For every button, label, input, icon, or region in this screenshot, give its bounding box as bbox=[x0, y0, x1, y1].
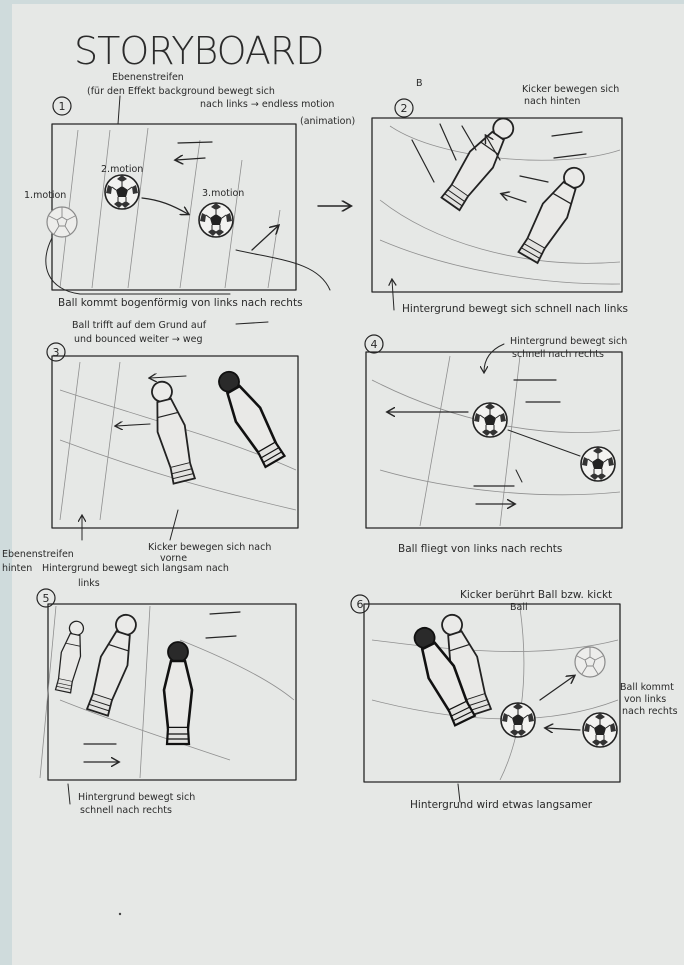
panel-4-caption: Ball fliegt von links nach rechts bbox=[398, 543, 562, 555]
panel-1-caption: Ball kommt bogenförmig von links nach re… bbox=[58, 297, 303, 309]
panel-6-note: von links bbox=[624, 694, 666, 705]
ball-right bbox=[581, 447, 615, 481]
ball-motion-2 bbox=[105, 175, 139, 209]
panel-1-caption: Ball trifft auf dem Grund auf bbox=[72, 320, 207, 331]
panel-3-caption: Kicker bewegen sich nach bbox=[148, 542, 271, 553]
panel-2-note: nach hinten bbox=[524, 96, 580, 107]
panel-1-note: (für den Effekt background bewegt sich bbox=[87, 86, 275, 97]
panel-3-caption: links bbox=[78, 578, 100, 589]
panel-1-note: nach links → endless motion bbox=[200, 99, 334, 110]
ball-ghost bbox=[575, 647, 605, 677]
panel-2-note: Kicker bewegen sich bbox=[522, 84, 619, 95]
panel-2-caption: Hintergrund bewegt sich schnell nach lin… bbox=[402, 303, 628, 315]
panel-4-note: schnell nach rechts bbox=[512, 349, 604, 360]
panel-1-note: (animation) bbox=[300, 116, 355, 127]
panel-5-caption: schnell nach rechts bbox=[80, 805, 172, 816]
panel-5-caption: Hintergrund bewegt sich bbox=[78, 792, 195, 803]
panel-6: 6 Kicker berührt Ball bzw. kickt Ball Ba… bbox=[351, 589, 678, 811]
panel-3: 3 Ebenenstreifen hinten Kicker bewegen s… bbox=[2, 343, 298, 589]
panel-3-caption: Ebenenstreifen bbox=[2, 549, 74, 560]
storyboard-title: STORYBOARD bbox=[74, 29, 324, 73]
panel-3-caption: Hintergrund bewegt sich langsam nach bbox=[42, 563, 229, 574]
panel-1-note: Ebenenstreifen bbox=[112, 72, 184, 83]
panel-number: 6 bbox=[357, 598, 364, 611]
panel-4: 4 Hintergrund bewegt sich schnell nach r… bbox=[365, 335, 627, 555]
ball-motion-1 bbox=[47, 207, 77, 237]
panel-6-note: Kicker berührt Ball bzw. kickt bbox=[460, 589, 612, 601]
panel-6-note: nach rechts bbox=[622, 706, 678, 717]
panel-number: 1 bbox=[59, 100, 66, 113]
panel-6-caption: Hintergrund wird etwas langsamer bbox=[410, 799, 593, 811]
ball-incoming bbox=[583, 713, 617, 747]
panel-3-caption: hinten bbox=[2, 563, 32, 574]
panel-4-note: Hintergrund bewegt sich bbox=[510, 336, 627, 347]
panel-6-note: Ball kommt bbox=[620, 682, 674, 693]
panel-2: 2 B Kicker bewegen sich nach hinten Hint… bbox=[372, 78, 628, 315]
panel-2-note: B bbox=[416, 78, 423, 89]
ball-motion-3 bbox=[199, 203, 233, 237]
motion-label: 1.motion bbox=[24, 190, 66, 201]
panel-1: 1 Ebenenstreifen (für den Effekt backgro… bbox=[24, 72, 355, 345]
panel-number: 5 bbox=[43, 592, 50, 605]
panel-number: 3 bbox=[53, 346, 60, 359]
ball-kick bbox=[501, 703, 535, 737]
panel-number: 2 bbox=[401, 102, 408, 115]
ball-mid bbox=[473, 403, 507, 437]
paper-speck bbox=[119, 913, 121, 915]
panel-1-caption: und bounced weiter → weg bbox=[74, 334, 202, 345]
panel-5: 5 Hintergrund bewegt sich schnell nach r… bbox=[37, 589, 296, 816]
panel-number: 4 bbox=[371, 338, 378, 351]
motion-label: 2.motion bbox=[101, 164, 143, 175]
panel-6-note: Ball bbox=[510, 602, 528, 613]
motion-label: 3.motion bbox=[202, 188, 244, 199]
